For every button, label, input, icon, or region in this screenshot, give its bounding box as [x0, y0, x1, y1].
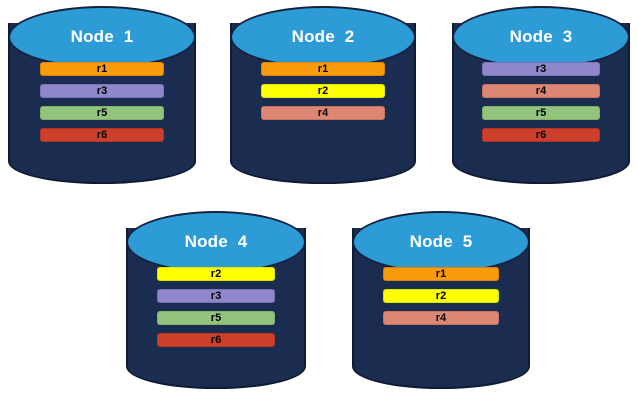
- database-node-2[interactable]: Node 2 r1 r2 r4: [230, 6, 416, 184]
- data-item-r5[interactable]: r5: [482, 106, 600, 120]
- cylinder-icon: [230, 6, 416, 184]
- database-node-5[interactable]: Node 5 r1 r2 r4: [352, 211, 530, 389]
- data-item-r2[interactable]: r2: [261, 84, 385, 98]
- node-label: Node 5: [409, 232, 473, 251]
- data-item-r6[interactable]: r6: [40, 128, 164, 142]
- data-item-r3[interactable]: r3: [40, 84, 164, 98]
- data-item-r5[interactable]: r5: [157, 311, 275, 325]
- data-item-list: r2 r3 r5 r6: [126, 267, 306, 347]
- data-item-r4[interactable]: r4: [261, 106, 385, 120]
- data-item-r2[interactable]: r2: [157, 267, 275, 281]
- data-item-list: r1 r2 r4: [230, 62, 416, 120]
- node-label: Node 4: [184, 232, 248, 251]
- data-item-r1[interactable]: r1: [40, 62, 164, 76]
- data-item-list: r1 r3 r5 r6: [8, 62, 196, 142]
- data-item-r5[interactable]: r5: [40, 106, 164, 120]
- data-item-r1[interactable]: r1: [261, 62, 385, 76]
- data-item-r3[interactable]: r3: [157, 289, 275, 303]
- data-item-r4[interactable]: r4: [482, 84, 600, 98]
- cylinder-icon: [126, 211, 306, 389]
- data-item-r3[interactable]: r3: [482, 62, 600, 76]
- node-label: Node 2: [291, 27, 355, 46]
- node-label: Node 3: [509, 27, 573, 46]
- data-item-r6[interactable]: r6: [157, 333, 275, 347]
- cylinder-icon: [8, 6, 196, 184]
- database-node-1[interactable]: Node 1 r1 r3 r5 r6: [8, 6, 196, 184]
- data-item-list: r1 r2 r4: [352, 267, 530, 325]
- cylinder-top-ellipse: [8, 6, 196, 68]
- data-item-r6[interactable]: r6: [482, 128, 600, 142]
- data-item-r2[interactable]: r2: [383, 289, 499, 303]
- database-node-3[interactable]: Node 3 r3 r4 r5 r6: [452, 6, 630, 184]
- cylinder-icon: [352, 211, 530, 389]
- node-label: Node 1: [70, 27, 134, 46]
- data-item-r4[interactable]: r4: [383, 311, 499, 325]
- data-item-list: r3 r4 r5 r6: [452, 62, 630, 142]
- cylinder-top-ellipse: [126, 211, 306, 273]
- data-item-r1[interactable]: r1: [383, 267, 499, 281]
- database-node-4[interactable]: Node 4 r2 r3 r5 r6: [126, 211, 306, 389]
